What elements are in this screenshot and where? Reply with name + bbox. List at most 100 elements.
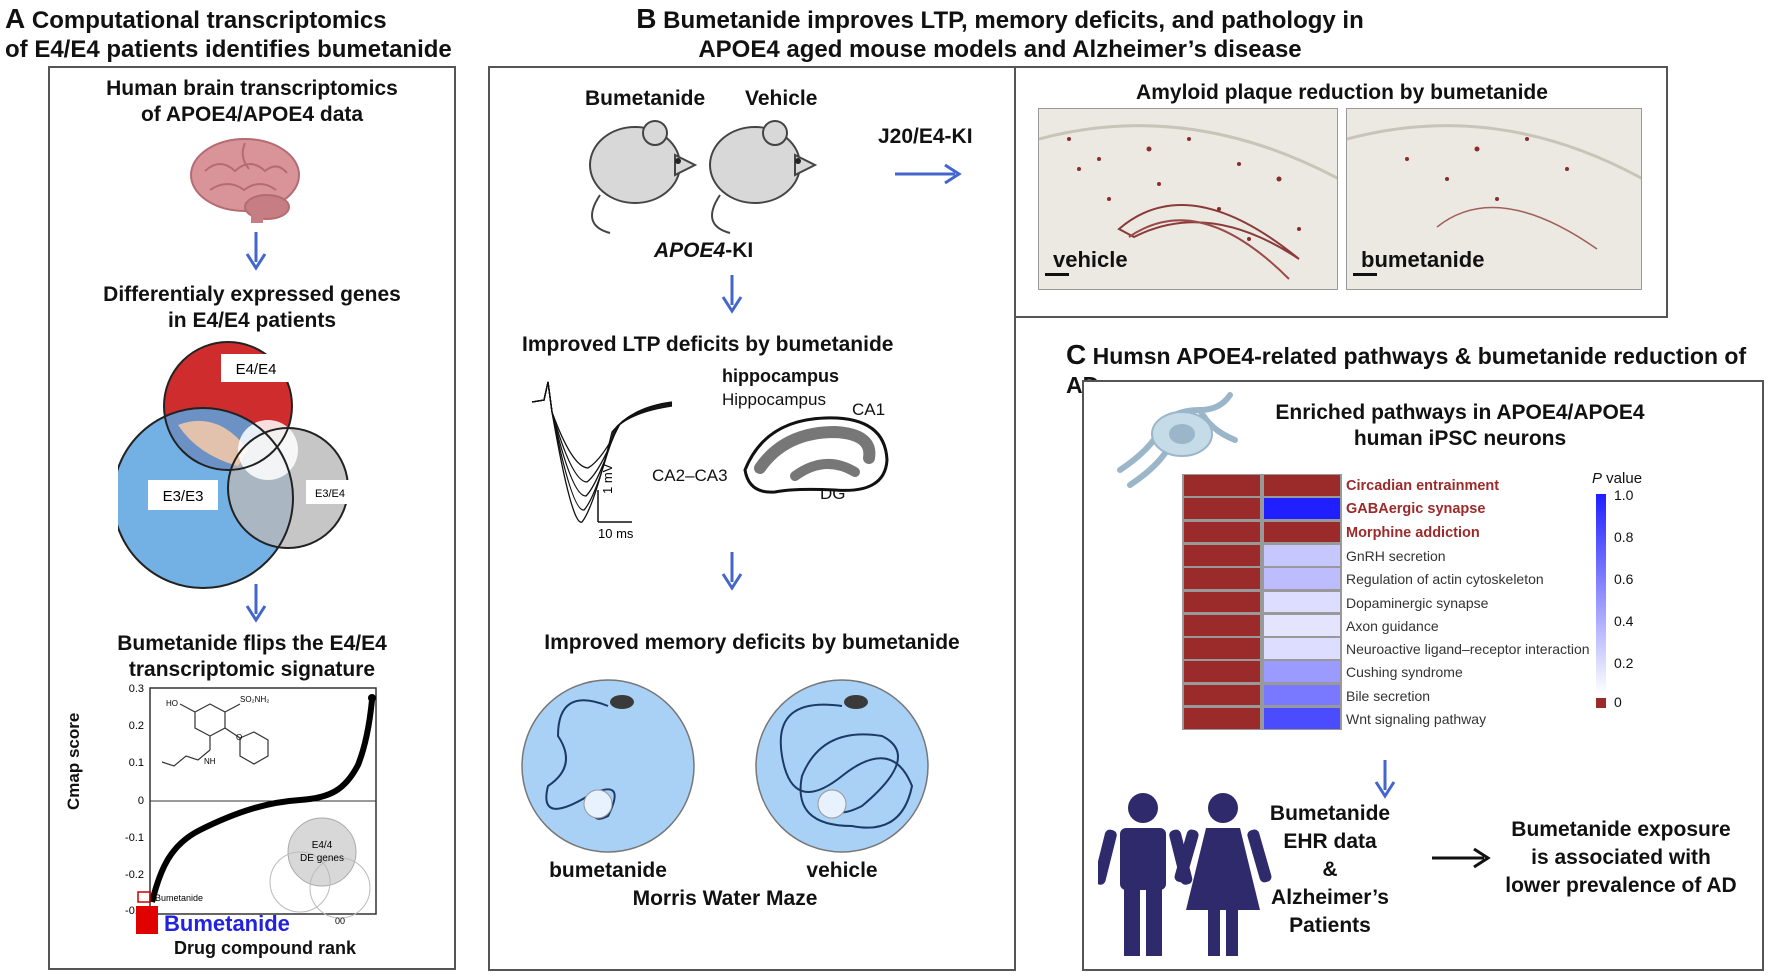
enriched-line2: human iPSC neurons — [1353, 427, 1567, 450]
panel-b-letter: B — [636, 3, 657, 34]
panel-c-title-text: Humsn APOE4-related pathways & bumetanid… — [1066, 343, 1747, 398]
heatmap-cell-col1 — [1184, 544, 1260, 566]
arrow-down-icon — [721, 275, 743, 314]
maze-bumetanide — [521, 679, 695, 853]
heatmap-cell-col2 — [1264, 544, 1340, 566]
legend-tick: 0 — [1614, 694, 1622, 710]
molecule-label: O — [236, 733, 242, 742]
pathway-label: Wnt signaling pathway — [1346, 711, 1487, 727]
bumetanide-mouse-label: Bumetanide — [585, 87, 706, 110]
j20-e4-ki-label: J20/E4-KI — [878, 125, 973, 148]
hippocampus-bold-label: hippocampus — [722, 366, 840, 386]
cmap-plot: 0.3 0.2 0.1 0 -0.1 -0.2 -0.3 SO₂NH₂ HO O… — [125, 683, 377, 936]
pathway-label: Cushing syndrome — [1346, 664, 1463, 681]
ca1-label: CA1 — [852, 400, 886, 419]
scale-mv-label: 1 mV — [600, 463, 615, 494]
venn-label-e3e4: E3/E4 — [315, 488, 345, 500]
step2-title: Differentialy expressed genes in E4/E4 p… — [50, 282, 454, 334]
heatmap-cell-col2 — [1264, 475, 1340, 496]
arrow-right-icon — [1432, 847, 1491, 869]
brain-icon — [190, 138, 300, 223]
legend-value: value — [1602, 470, 1643, 487]
arrow-down-icon — [721, 552, 743, 591]
panel-a-title-line1: Computational transcriptomics — [31, 7, 387, 34]
ca2-ca3-label: CA2–CA3 — [652, 466, 728, 485]
plate-vehicle-label: vehicle — [1053, 247, 1128, 272]
enriched-line1: Enriched pathways in APOE4/APOE4 — [1275, 401, 1645, 424]
ehr-line: Alzheimer’s — [1271, 886, 1389, 909]
step3-title: Bumetanide flips the E4/E4 transcriptomi… — [50, 631, 454, 683]
legend-colorbar — [1596, 494, 1606, 694]
pathway-label: Axon guidance — [1346, 617, 1439, 634]
bumetanide-bar — [136, 906, 158, 934]
pathway-label: Dopaminergic synapse — [1346, 594, 1489, 611]
hippocampus-label: Hippocampus — [722, 390, 826, 409]
cmap-curve — [149, 699, 375, 903]
result-text: Bumetanide exposure is associated with l… — [1486, 816, 1756, 900]
arrow-down-icon — [245, 232, 267, 271]
heatmap-cell-col1 — [1184, 684, 1260, 706]
heatmap-cell-col1 — [1184, 568, 1260, 589]
step3-line2: transcriptomic signature — [128, 658, 376, 681]
panel-b-title: B Bumetanide improves LTP, memory defici… — [560, 4, 1440, 64]
panel-c-title: C Humsn APOE4-related pathways & bumetan… — [1066, 340, 1766, 400]
panel-a-title: A Computational transcriptomics of E4/E4… — [5, 4, 485, 64]
legend-title: P value — [1592, 470, 1642, 487]
heatmap-cell-col1 — [1184, 498, 1260, 520]
enriched-title: Enriched pathways in APOE4/APOE4 human i… — [1250, 400, 1670, 452]
maze-vehicle — [755, 679, 929, 853]
heatmap-cell-col1 — [1184, 661, 1260, 683]
apoe4-ki-label: APOE4-KI — [654, 238, 753, 264]
molecule-label: HO — [166, 699, 178, 708]
apoe4-suffix: -KI — [725, 239, 754, 262]
step2-line1: Differentialy expressed genes — [103, 283, 401, 306]
big-bumetanide-label: Bumetanide — [164, 911, 290, 936]
arrow-down-icon — [245, 584, 267, 623]
cmap-yticks: 0.3 0.2 0.1 0 -0.1 -0.2 -0.3 — [125, 683, 144, 917]
xtick-fragment: 00 — [335, 916, 345, 926]
ehr-line: Patients — [1289, 914, 1371, 937]
heatmap-cell-col1 — [1184, 614, 1260, 636]
apoe4-italic: APOE4 — [654, 239, 726, 262]
ytick: 0 — [138, 795, 144, 807]
step1-line1: Human brain transcriptomics — [106, 77, 398, 100]
molecule-label: NH — [204, 757, 216, 766]
step1-line2: of APOE4/APOE4 data — [140, 103, 364, 126]
panel-a-letter: A — [5, 3, 26, 34]
arrow-right-icon — [895, 163, 962, 185]
heatmap-cell-col2 — [1264, 568, 1340, 589]
heatmap-cell-col2 — [1264, 498, 1340, 520]
step2-line2: in E4/E4 patients — [167, 309, 337, 332]
ltp-traces: 1 mV 10 ms — [532, 381, 673, 541]
venn-diagram: E4/E4 E3/E3 E3/E4 — [118, 341, 354, 589]
result-line: is associated with — [1531, 846, 1711, 869]
panel-a-title-line2: of E4/E4 patients identifies bumetanide — [5, 36, 452, 63]
pathway-label: GABAergic synapse — [1346, 501, 1486, 518]
legend-zero-swatch — [1596, 698, 1606, 708]
pathway-heatmap — [1182, 474, 1342, 730]
panel-b-title-line2: APOE4 aged mouse models and Alzheimer’s … — [698, 36, 1302, 63]
heatmap-cell-col2 — [1264, 684, 1340, 706]
venn-label-e4e4: E4/E4 — [236, 361, 277, 378]
plate-bumetanide-label: bumetanide — [1361, 247, 1485, 272]
ytick: 0.2 — [129, 720, 144, 732]
step3-line1: Bumetanide flips the E4/E4 — [117, 632, 387, 655]
legend-tick: 0.8 — [1614, 529, 1634, 545]
ytick: 0.1 — [129, 757, 144, 769]
result-line: lower prevalence of AD — [1505, 874, 1737, 897]
legend-tick: 0.2 — [1614, 655, 1634, 671]
plate-bumetanide: bumetanide — [1346, 108, 1642, 290]
vehicle-mouse-label: Vehicle — [745, 87, 818, 110]
ytick: -0.1 — [125, 832, 144, 844]
heatmap-cell-col2 — [1264, 521, 1340, 543]
pathway-label: Neuroactive ligand–receptor interaction — [1346, 641, 1590, 658]
result-line: Bumetanide exposure — [1511, 818, 1731, 841]
cmap-ylabel: Cmap score — [64, 712, 83, 810]
legend-tick: 0.4 — [1614, 613, 1634, 629]
panel-c-letter: C — [1066, 339, 1087, 370]
heatmap-cell-col2 — [1264, 708, 1340, 729]
heatmap-cell-col2 — [1264, 614, 1340, 636]
panel-b-title-line1: Bumetanide improves LTP, memory deficits… — [663, 7, 1364, 34]
maze-name: Morris Water Maze — [632, 887, 818, 910]
ehr-text: Bumetanide EHR data & Alzheimer’s Patien… — [1240, 800, 1420, 940]
